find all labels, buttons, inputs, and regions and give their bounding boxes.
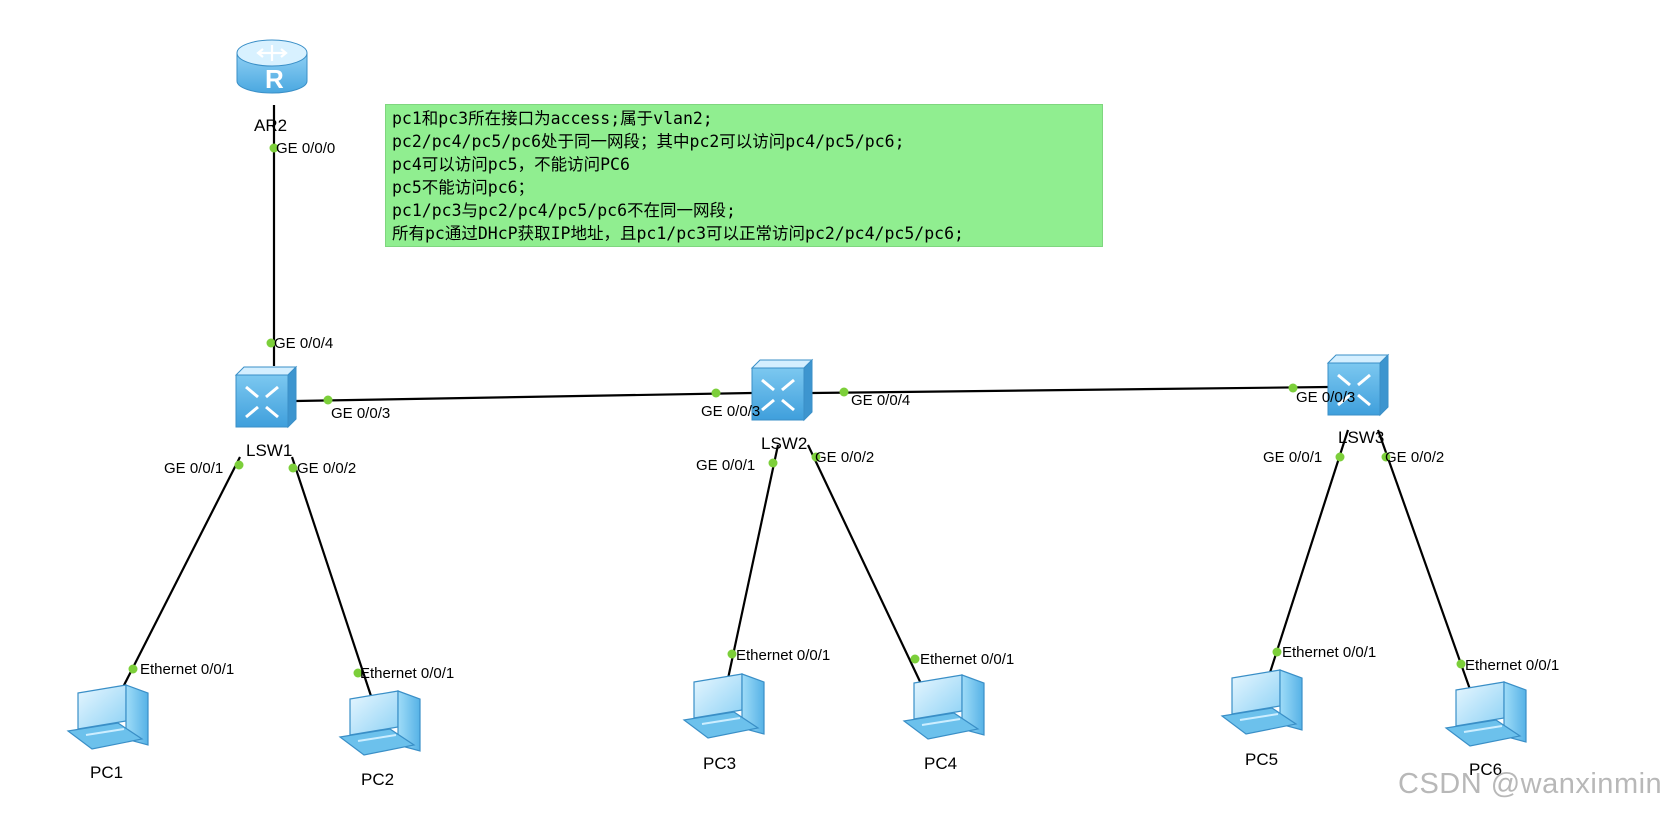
port-label-lsw2-ge001: GE 0/0/1 xyxy=(696,457,755,474)
switch-lsw3[interactable] xyxy=(1326,353,1390,417)
port-label-lsw1-ge001: GE 0/0/1 xyxy=(164,460,223,477)
port-label-lsw3-ge003: GE 0/0/3 xyxy=(1296,389,1355,406)
link-lsw3-pc5 xyxy=(1264,429,1350,686)
port-dot xyxy=(1335,452,1345,462)
link-lsw2-pc4 xyxy=(807,444,925,691)
port-label-pc6-eth: Ethernet 0/0/1 xyxy=(1465,657,1559,674)
port-dot xyxy=(288,463,298,473)
device-label-ar2: AR2 xyxy=(254,116,287,135)
note-line: pc1/pc3与pc2/pc4/pc5/pc6不在同一网段; xyxy=(392,201,736,220)
device-label-pc3: PC3 xyxy=(703,754,736,773)
port-dot xyxy=(234,460,244,470)
port-dot xyxy=(353,668,363,678)
port-dot xyxy=(811,452,821,462)
switch-lsw2[interactable] xyxy=(750,358,814,422)
note-line: pc4可以访问pc5，不能访问PC6 xyxy=(392,155,630,174)
device-label-lsw3: LSW3 xyxy=(1338,428,1384,447)
port-dot xyxy=(1456,659,1466,669)
watermark: CSDN @wanxinmin xyxy=(1398,768,1663,800)
note-line: pc2/pc4/pc5/pc6处于同一网段；其中pc2可以访问pc4/pc5/p… xyxy=(392,132,905,151)
link-lsw2-pc3 xyxy=(724,444,780,689)
device-label-pc2: PC2 xyxy=(361,770,394,789)
router-ar2[interactable]: R xyxy=(236,39,308,94)
port-label-pc5-eth: Ethernet 0/0/1 xyxy=(1282,644,1376,661)
switch-arrows-icon xyxy=(761,378,795,412)
pc-pc2[interactable] xyxy=(338,690,421,756)
port-dot xyxy=(1272,647,1282,657)
note-line: 所有pc通过DHcP获取IP地址，且pc1/pc3可以正常访问pc2/pc4/p… xyxy=(392,224,964,243)
port-dot xyxy=(839,387,849,397)
link-lsw2-lsw3 xyxy=(811,385,1329,395)
note-line: pc1和pc3所在接口为access;属于vlan2; xyxy=(392,109,713,128)
switch-lsw1[interactable] xyxy=(234,365,298,429)
router-r-glyph: R xyxy=(265,64,284,94)
port-dot xyxy=(1288,383,1298,393)
port-label-lsw1-ge004: GE 0/0/4 xyxy=(274,335,333,352)
port-label-lsw3-ge002: GE 0/0/2 xyxy=(1385,449,1444,466)
port-dot xyxy=(323,395,333,405)
link-lsw3-pc6 xyxy=(1376,429,1474,696)
device-label-pc5: PC5 xyxy=(1245,750,1278,769)
device-label-lsw2: LSW2 xyxy=(761,434,807,453)
router-arrows-icon xyxy=(256,45,288,61)
requirements-note: pc1和pc3所在接口为access;属于vlan2; pc2/pc4/pc5/… xyxy=(385,104,1103,247)
device-label-lsw1: LSW1 xyxy=(246,441,292,460)
port-label-lsw1-ge003: GE 0/0/3 xyxy=(331,405,390,422)
port-label-pc1-eth: Ethernet 0/0/1 xyxy=(140,661,234,678)
pc-pc6[interactable] xyxy=(1444,681,1527,747)
port-dots xyxy=(128,143,1466,678)
port-dot xyxy=(768,458,778,468)
port-dot xyxy=(1381,452,1391,462)
note-line: pc5不能访问pc6； xyxy=(392,178,535,197)
port-label-pc2-eth: Ethernet 0/0/1 xyxy=(360,665,454,682)
port-dot xyxy=(727,649,737,659)
port-dot xyxy=(269,143,279,153)
port-label-pc4-eth: Ethernet 0/0/1 xyxy=(920,651,1014,668)
port-dot xyxy=(711,388,721,398)
device-label-pc1: PC1 xyxy=(90,763,123,782)
pc-pc1[interactable] xyxy=(66,684,149,750)
switch-arrows-icon xyxy=(245,385,279,419)
port-label-lsw2-ge003: GE 0/0/3 xyxy=(701,403,760,420)
link-lsw1-lsw2 xyxy=(295,391,753,403)
port-dot xyxy=(128,664,138,674)
port-label-pc3-eth: Ethernet 0/0/1 xyxy=(736,647,830,664)
device-label-pc4: PC4 xyxy=(924,754,957,773)
links xyxy=(117,105,1474,700)
port-dot xyxy=(910,654,920,664)
link-lsw1-pc2 xyxy=(290,456,374,700)
pc-pc5[interactable] xyxy=(1220,669,1303,735)
port-label-lsw2-ge004: GE 0/0/4 xyxy=(851,392,910,409)
device-label-pc6: PC6 xyxy=(1469,760,1502,779)
port-dot xyxy=(266,338,276,348)
switch-arrows-icon xyxy=(1337,373,1371,407)
pc-pc4[interactable] xyxy=(902,674,985,740)
pc-pc3[interactable] xyxy=(682,673,765,739)
link-lsw1-pc1 xyxy=(117,456,241,698)
port-label-lsw2-ge002: GE 0/0/2 xyxy=(815,449,874,466)
port-label-lsw1-ge002: GE 0/0/2 xyxy=(297,460,356,477)
port-label-lsw3-ge001: GE 0/0/1 xyxy=(1263,449,1322,466)
port-label-ar2-ge000: GE 0/0/0 xyxy=(276,140,335,157)
